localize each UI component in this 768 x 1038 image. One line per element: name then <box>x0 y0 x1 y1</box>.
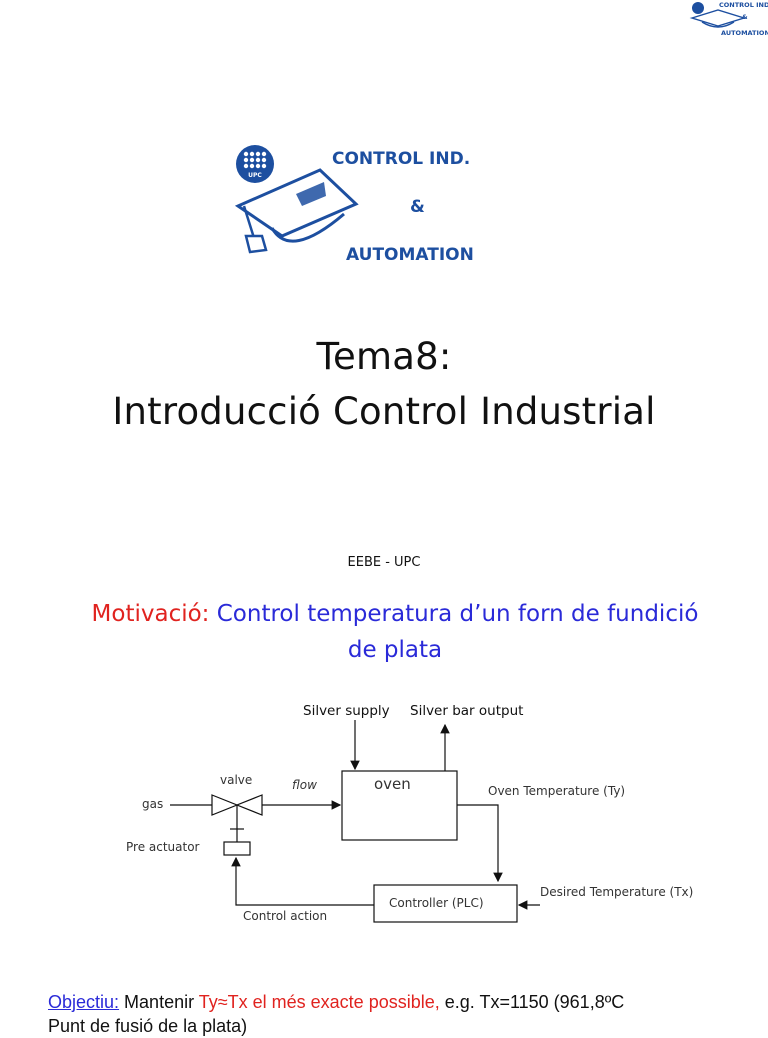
logo-small-line1: CONTROL IND. <box>719 1 768 9</box>
title-line-2: Introducció Control Industrial <box>112 390 656 433</box>
label-gas: gas <box>142 797 163 811</box>
control-action-line <box>231 856 374 906</box>
controller-block <box>373 884 518 923</box>
oven-temperature-line <box>457 804 503 883</box>
label-pre-actuator: Pre actuator <box>126 840 200 854</box>
subtitle: EEBE - UPC <box>347 555 421 570</box>
graduation-cap-icon <box>689 9 747 27</box>
logo-line2: & <box>410 197 425 217</box>
logo-big: UPC CONTROL IND. & AUTOMATION <box>234 145 474 265</box>
objective-text1: Mantenir <box>119 992 199 1012</box>
logo-line1: CONTROL IND. <box>332 149 470 169</box>
objective-text2: e.g. Tx=1150 (961,8ºC <box>439 992 625 1012</box>
motivation-text-line1: Control temperatura d’un forn de fundici… <box>209 601 699 627</box>
motivation-label: Motivació: <box>91 601 210 627</box>
pre-actuator-block <box>223 841 251 856</box>
label-desired-temperature: Desired Temperature (Tx) <box>540 885 693 899</box>
control-loop-diagram: Silver supply Silver bar output valve fl… <box>126 703 693 923</box>
label-flow: flow <box>292 778 317 792</box>
label-controller: Controller (PLC) <box>389 896 484 910</box>
title-line-1: Tema8: <box>316 335 452 378</box>
valve-icon <box>211 794 239 816</box>
label-valve: valve <box>220 773 252 787</box>
logo-small-line3: AUTOMATION <box>721 29 768 37</box>
logo-line3: AUTOMATION <box>346 245 474 265</box>
objective-cut-line: Punt de fusió de la plata) <box>48 1016 248 1036</box>
label-oven: oven <box>374 775 411 793</box>
objective-text: Objectiu: Mantenir Ty≈Tx el més exacte p… <box>48 990 768 1036</box>
upc-emblem-icon <box>692 2 704 14</box>
motivation-text-line2: de plata <box>347 637 443 663</box>
label-control-action: Control action <box>243 909 327 923</box>
logo-small-line2: & <box>742 13 748 21</box>
motivation-heading: Motivació: Control temperatura d’un forn… <box>40 596 750 668</box>
label-silver-bar-output: Silver bar output <box>410 703 523 719</box>
label-silver-supply: Silver supply <box>303 703 390 719</box>
graduation-cap-icon <box>234 168 359 254</box>
upc-emblem-icon: UPC <box>236 145 274 183</box>
objective-condition: Ty≈Tx el més exacte possible, <box>198 992 440 1012</box>
label-oven-temperature: Oven Temperature (Ty) <box>488 784 625 798</box>
objective-label: Objectiu: <box>48 992 120 1012</box>
logo-small: CONTROL IND. & AUTOMATION <box>689 1 768 37</box>
upc-emblem-text: UPC <box>248 172 262 179</box>
